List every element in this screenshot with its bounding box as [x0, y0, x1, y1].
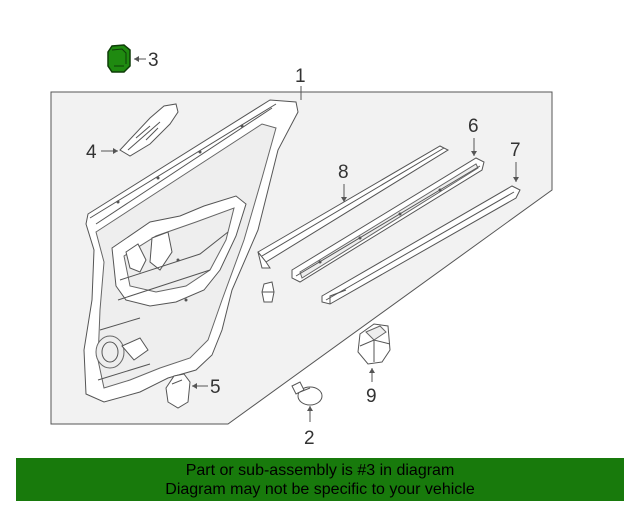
callout-1-label: 1 — [295, 66, 306, 87]
part-9-switch[interactable] — [357, 323, 391, 365]
callout-1: 1 — [295, 66, 306, 100]
callout-4-label: 4 — [86, 142, 97, 163]
callout-7-label: 7 — [510, 140, 521, 161]
door-trim-panel — [83, 99, 299, 403]
part-2-push-clip[interactable] — [291, 381, 323, 406]
callout-4: 4 — [86, 142, 118, 163]
part-4-bezel[interactable] — [119, 103, 179, 157]
part-3-clip[interactable] — [107, 44, 131, 73]
callout-9: 9 — [366, 368, 377, 407]
banner-line-2: Diagram may not be specific to your vehi… — [165, 481, 475, 498]
callout-6: 6 — [468, 116, 479, 156]
callout-3-label: 3 — [148, 50, 159, 71]
callout-3: 3 — [134, 50, 159, 71]
part-6-belt-moulding[interactable] — [291, 157, 485, 283]
callout-5-label: 5 — [210, 377, 221, 398]
callout-2: 2 — [304, 406, 315, 449]
callout-9-label: 9 — [366, 386, 377, 407]
info-banner: Part or sub-assembly is #3 in diagram Di… — [16, 458, 624, 501]
banner-line-1: Part or sub-assembly is #3 in diagram — [185, 462, 455, 479]
callout-5: 5 — [192, 377, 221, 398]
callout-7: 7 — [510, 140, 521, 182]
callout-8: 8 — [338, 162, 349, 202]
small-clip[interactable] — [261, 281, 275, 303]
callout-8-label: 8 — [338, 162, 349, 183]
part-8-weatherstrip[interactable] — [257, 145, 450, 269]
part-5-cap[interactable] — [165, 373, 191, 409]
part-7-strip[interactable] — [321, 185, 521, 305]
callout-6-label: 6 — [468, 116, 479, 137]
callout-2-label: 2 — [304, 428, 315, 449]
